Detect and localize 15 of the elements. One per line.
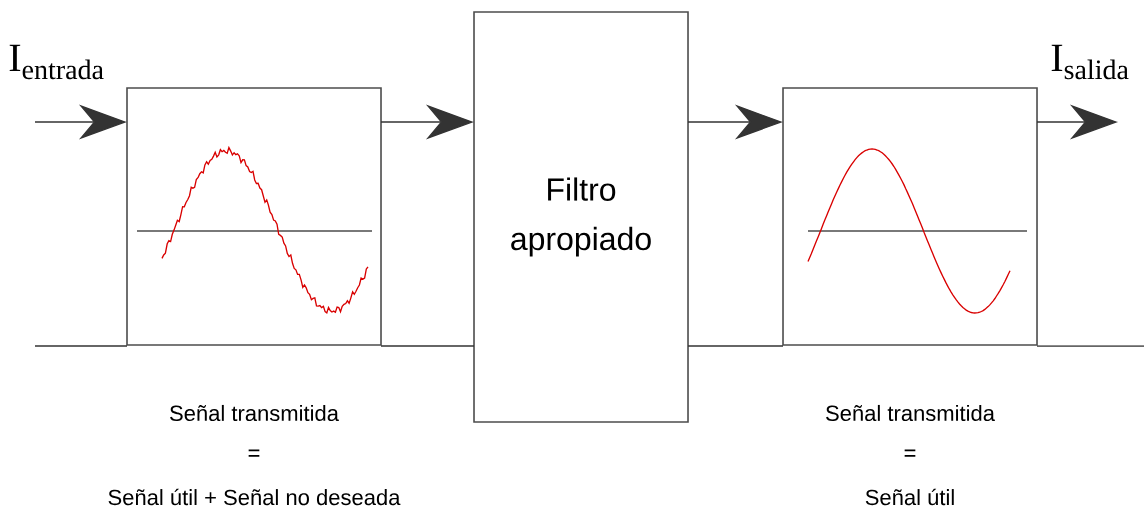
node-label: Señal útil — [865, 488, 954, 506]
waveform-box — [782, 87, 1038, 346]
current-label: I$_{entrada}$ — [9, 44, 104, 80]
connector-line — [34, 345, 128, 347]
connector-line — [687, 345, 784, 347]
connector-line — [380, 345, 475, 347]
node-label: = — [248, 449, 260, 457]
node-label: Señal útil + Señal no deseada — [108, 488, 401, 506]
node-label: = — [904, 449, 916, 457]
node-label: Señal transmitida — [170, 404, 339, 422]
filter-box: Filtro apropiado — [473, 11, 689, 423]
node-label: Señal transmitida — [826, 404, 995, 422]
connector-line — [1036, 345, 1144, 347]
waveform-box — [126, 87, 382, 346]
current-label: I$_{salida}$ — [1051, 44, 1129, 80]
